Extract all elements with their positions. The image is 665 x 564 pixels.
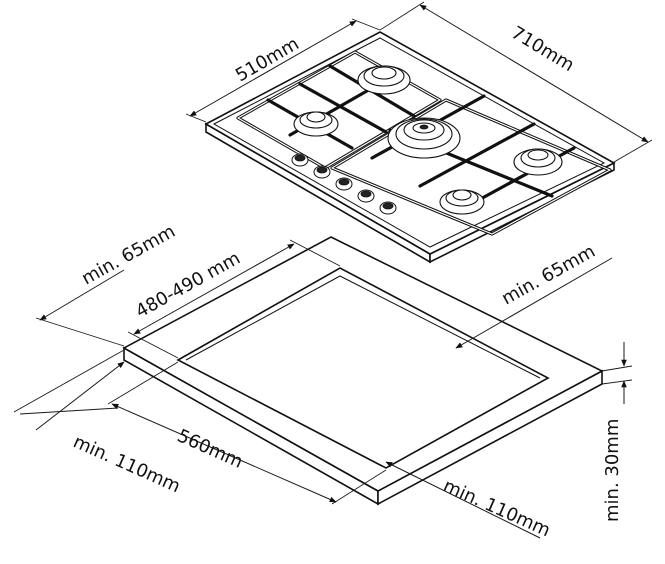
worktop-thickness-label: min. 30mm xyxy=(602,419,623,522)
rear-left-burner-icon xyxy=(357,65,411,95)
cutout-width-dimension xyxy=(107,361,387,505)
rear-right-burner-icon xyxy=(513,148,563,176)
rear-clearance-dimension xyxy=(35,269,125,347)
hob-width-label: 710mm xyxy=(507,22,577,76)
cutout-depth-dimension xyxy=(127,239,341,359)
control-knobs-icon xyxy=(291,153,397,215)
right-clearance-label: min. 65mm xyxy=(498,241,599,309)
front-clearance-label: min. 110mm xyxy=(70,431,183,497)
front-right-clearance-label: min. 110mm xyxy=(440,475,553,541)
wok-burner-icon xyxy=(387,117,461,159)
right-clearance-dimension xyxy=(455,257,613,349)
front-left-burner-icon xyxy=(293,111,339,137)
hob-depth-dimension xyxy=(185,18,381,123)
cutout-width-label: 560mm xyxy=(174,425,246,472)
front-clearance-dimension xyxy=(13,349,125,431)
front-right-burner-icon xyxy=(439,189,485,215)
worktop-thickness-dimension xyxy=(601,342,633,404)
hob-width-dimension xyxy=(379,1,653,163)
rear-clearance-label: min. 65mm xyxy=(78,221,179,289)
front-right-clearance-dimension xyxy=(385,461,541,539)
